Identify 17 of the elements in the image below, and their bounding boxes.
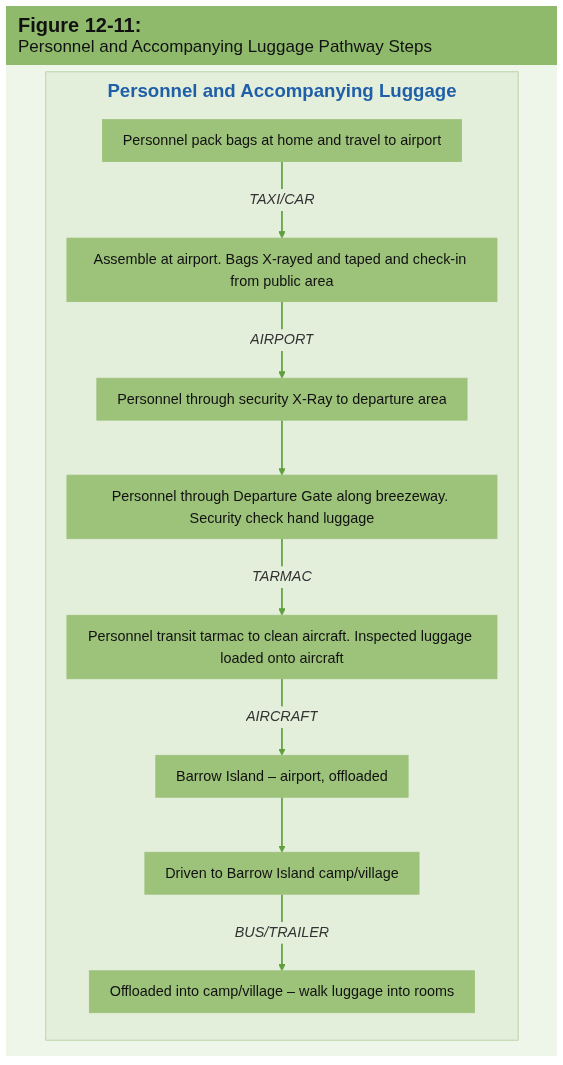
edge-label: AIRPORT [249,331,314,348]
arrow [277,796,286,853]
node-box: Personnel transit tarmac to clean aircraft. Inspected luggage loaded onto aircraft [66,614,497,680]
edge-label: BUS/TRAILER [234,924,329,941]
edge-label: TAXI/CAR [248,191,315,208]
edge-label: AIRCRAFT [245,708,318,725]
node-box: Personnel through Departure Gate along breezeway. Security check hand luggage [66,474,497,540]
node-box: Assemble at airport. Bags X-rayed and taped and check-in from public area [66,237,497,303]
figure-title: Figure 12-11: [18,14,143,37]
node-box: Personnel pack bags at home and travel to airport [101,119,462,162]
node-box: Driven to Barrow Island camp/village [143,851,420,895]
node-box: Offloaded into camp/village – walk luggage into rooms [88,970,475,1014]
figure-caption: Personnel and Accompanying Luggage Pathway Steps [18,37,433,57]
arrow [277,419,286,476]
node-box: Barrow Island – airport, offloaded [154,754,409,798]
node-box: Personnel through security X-Ray to departure area [95,377,468,421]
edge-label: TARMAC [251,568,312,585]
